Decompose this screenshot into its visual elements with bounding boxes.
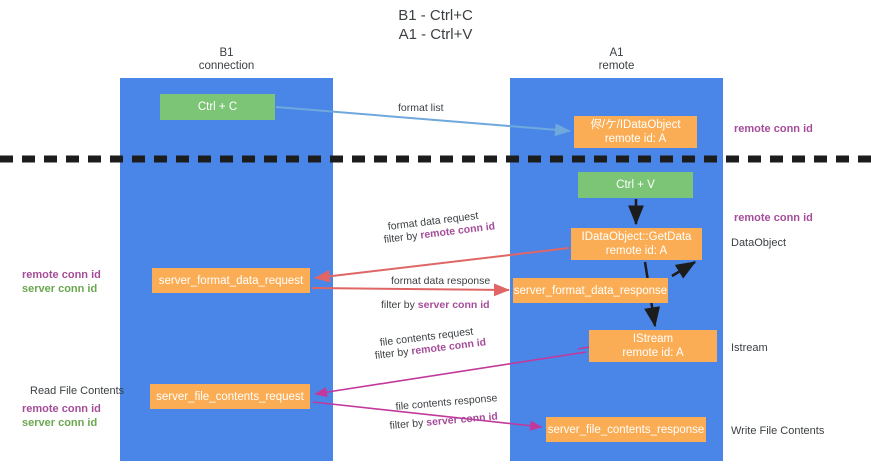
annotation-server-conn-id-left-bottom: server conn id: [22, 417, 98, 429]
node-server-file-contents-request[interactable]: server_file_contents_request: [150, 384, 310, 409]
node-server-file-contents-response[interactable]: server_file_contents_response: [546, 417, 706, 442]
annotation-istream: Istream: [731, 342, 768, 354]
filter-by-text: filter by: [381, 299, 418, 311]
annotation-remote-conn-id-mid: remote conn id: [734, 212, 813, 224]
annotation-remote-conn-id-left-bottom: remote conn id: [22, 403, 101, 415]
connector-istream-stub: [577, 346, 590, 350]
connector-format-data-response: [311, 283, 510, 297]
node-server-format-data-response[interactable]: server_format_data_response: [513, 278, 668, 303]
node-idataobject-getdata[interactable]: IDataObject::GetData remote id: A: [571, 228, 702, 260]
annotation-remote-conn-id-left-top: remote conn id: [22, 269, 101, 281]
edge-label-format-data-response: format data response: [391, 275, 491, 287]
node-ctrl-c[interactable]: Ctrl + C: [160, 94, 275, 120]
node-ctrl-v[interactable]: Ctrl + V: [578, 172, 693, 198]
connector-file-contents-response: [312, 401, 543, 431]
annotation-dataobject: DataObject: [731, 237, 787, 249]
annotation-conn-id-pair-bottom: remote conn id server conn id: [22, 402, 101, 430]
node-server-format-data-request[interactable]: server_format_data_request: [152, 268, 310, 293]
annotation-conn-id-pair-top: remote conn id server conn id: [22, 268, 101, 296]
annotation-write-file-contents: Write File Contents: [731, 425, 825, 437]
connector-format-list: [275, 106, 571, 137]
filter-by-text: filter by: [389, 416, 427, 432]
connector-file-contents-request: [314, 351, 587, 398]
edge-label-format-list: format list: [398, 102, 444, 114]
connector-response-to-getdata: [671, 260, 697, 279]
edge-label-filter-server-1: filter by server conn id: [381, 298, 490, 312]
server-conn-id-text: server conn id: [417, 299, 490, 311]
annotation-read-file-contents: Read File Contents: [30, 385, 125, 397]
swimlane-header-a1: A1 remote: [598, 47, 635, 72]
swimlane-header-b1: B1 connection: [198, 47, 255, 72]
annotation-server-conn-id-left-top: server conn id: [22, 283, 98, 295]
node-idataobject[interactable]: 侭/ケ/IDataObject remote id: A: [574, 116, 697, 148]
annotation-remote-conn-id-top: remote conn id: [734, 123, 813, 135]
node-istream[interactable]: IStream remote id: A: [589, 330, 717, 362]
connector-format-data-request: [314, 247, 570, 283]
diagram-title: B1 - Ctrl+C A1 - Ctrl+V: [398, 7, 473, 43]
